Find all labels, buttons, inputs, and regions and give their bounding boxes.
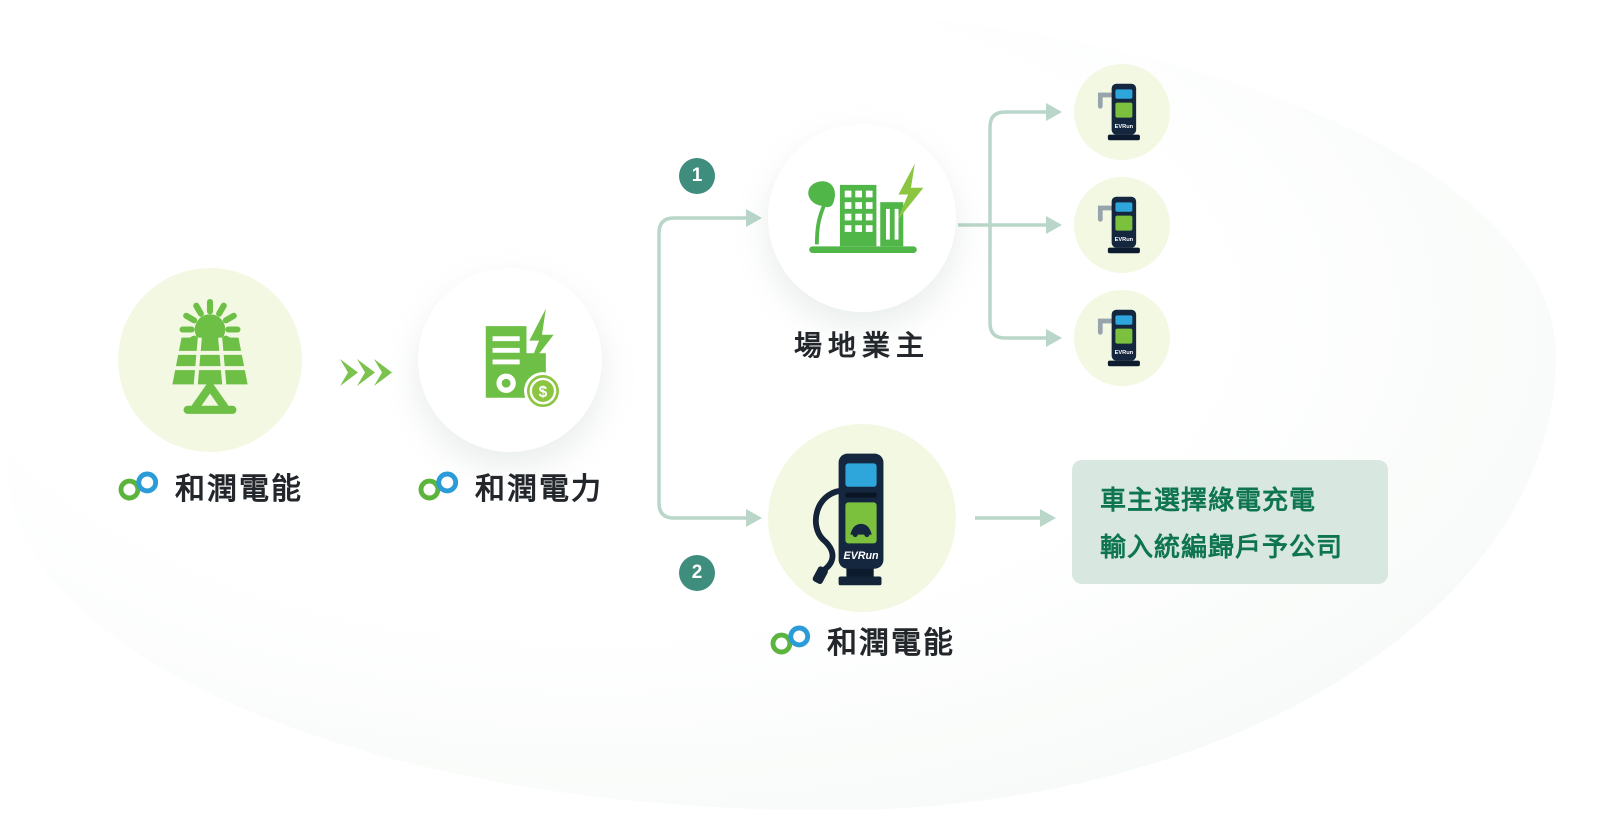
brand-logo-icon (770, 625, 811, 655)
info-box-line-2: 輸入統編歸戶予公司 (1100, 532, 1344, 562)
brand-row-charger: 和潤電能 (757, 618, 967, 662)
charger-brand-text: EVRun (1115, 237, 1134, 243)
car-icon (850, 523, 872, 535)
node-ev-charger: EVRun (768, 424, 956, 612)
charger-screen (845, 463, 877, 487)
brand-name-power: 和潤電力 (475, 473, 603, 506)
small-charger-node-3: EVRun (1074, 290, 1170, 386)
small-charger-icon: EVRun (1097, 83, 1140, 141)
charger-brand-text: EVRun (1115, 124, 1134, 130)
lightning-icon (527, 308, 554, 369)
dollar-coin-icon: $ (524, 372, 562, 410)
site-owner-label: 場地業主 (793, 330, 930, 361)
coin-symbol: $ (539, 384, 548, 401)
charger-brand-text: EVRun (1115, 350, 1134, 356)
solar-panel-icon (172, 299, 248, 414)
small-charger-node-1: EVRun (1074, 64, 1170, 160)
lightning-icon (896, 163, 924, 222)
brand-name-source: 和潤電能 (175, 473, 303, 506)
small-charger-node-2: EVRun (1074, 177, 1170, 273)
small-charger-icon: EVRun (1097, 196, 1140, 254)
brand-logo-icon (118, 471, 159, 501)
step-badge-1: 1 (679, 158, 715, 194)
node-site-owner (768, 124, 956, 312)
ev-charger-icon: EVRun (812, 453, 884, 586)
charger-green-panel (845, 502, 877, 544)
brand-row-source: 和潤電能 (105, 464, 315, 508)
info-box: 車主選擇綠電充電 輸入統編歸戶予公司 (1072, 460, 1388, 584)
power-plant-icon: $ (485, 308, 562, 410)
leaf-icon (808, 181, 836, 208)
brand-row-power: 和潤電力 (405, 464, 615, 508)
small-charger-icon: EVRun (1097, 309, 1140, 367)
brand-name-charger: 和潤電能 (827, 627, 955, 660)
info-box-line-1: 車主選擇綠電充電 (1100, 485, 1317, 515)
step-badge-2: 2 (679, 555, 715, 591)
brand-logo-icon (418, 471, 459, 501)
site-buildings-icon (808, 163, 924, 254)
charger-brand-text: EVRun (843, 550, 879, 562)
charger-cable (812, 487, 844, 574)
node-solar-source (118, 268, 302, 452)
node-power-company: $ (418, 268, 602, 452)
